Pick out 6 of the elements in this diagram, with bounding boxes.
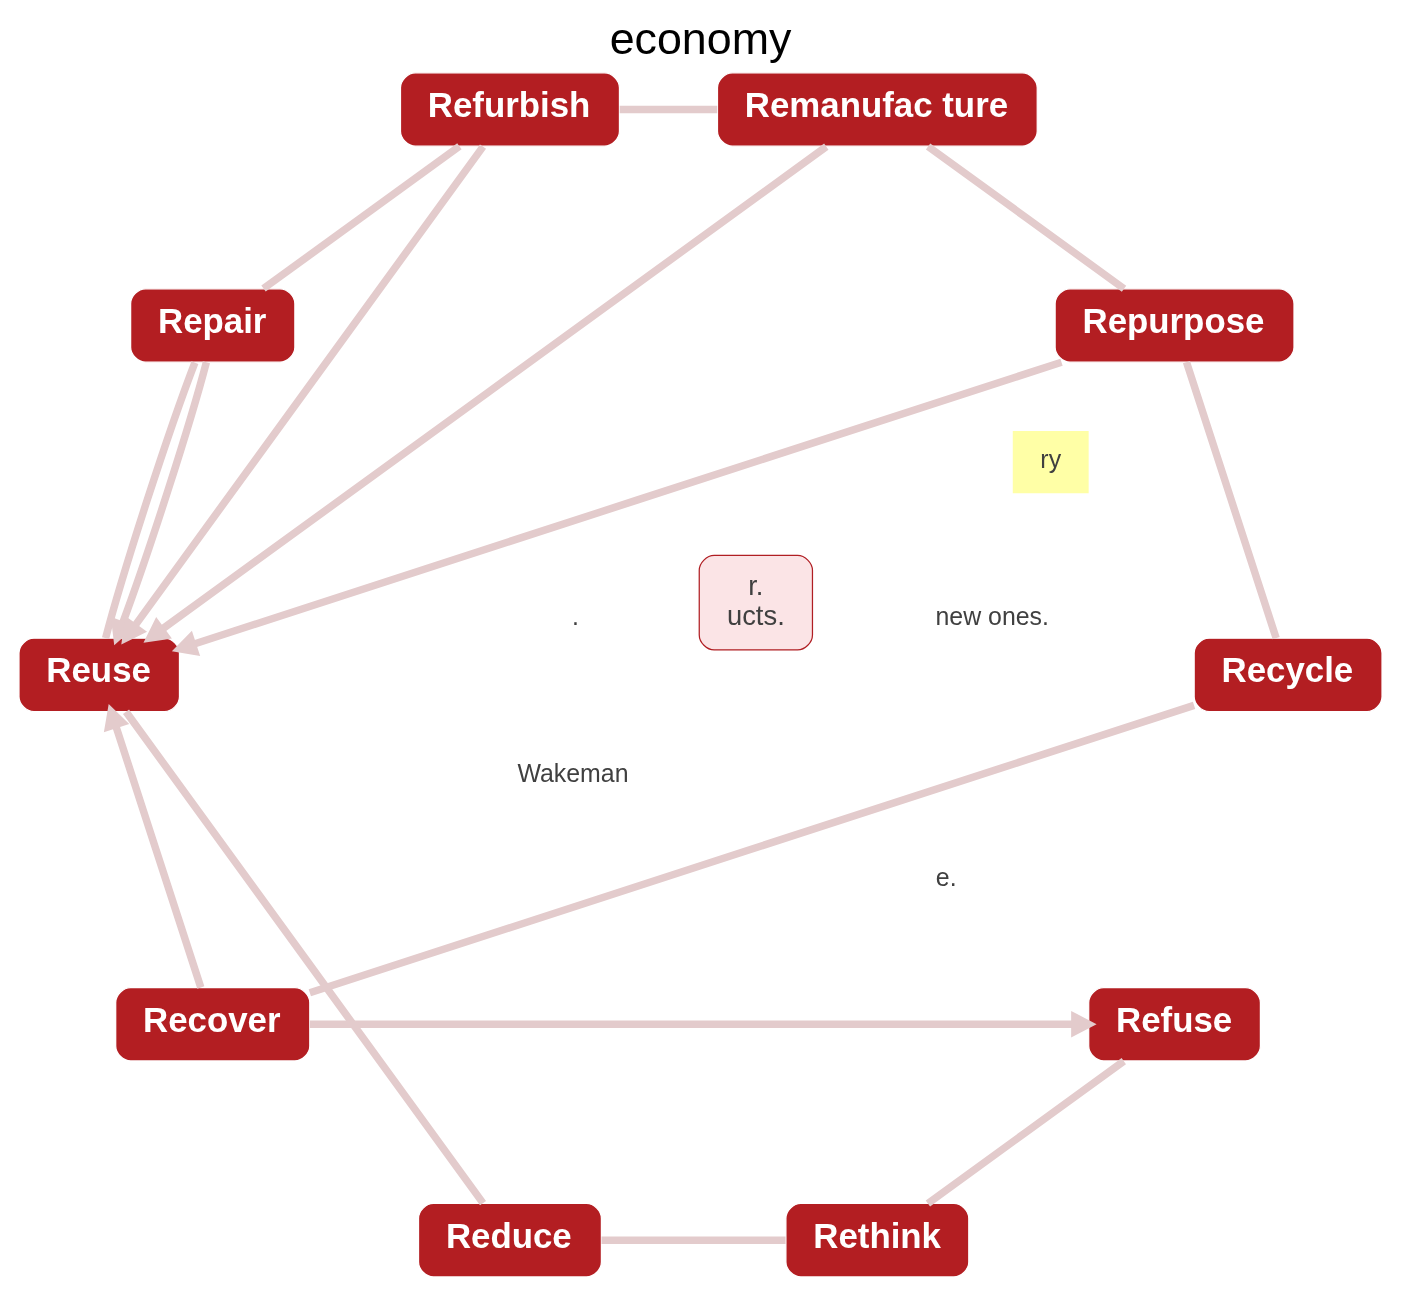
label: .	[572, 602, 579, 631]
label: Wakeman	[517, 758, 629, 787]
label: new ones.	[935, 602, 1049, 631]
label: ry	[1040, 445, 1062, 474]
diagram-title: economy	[609, 12, 792, 63]
label: e.	[935, 863, 957, 892]
